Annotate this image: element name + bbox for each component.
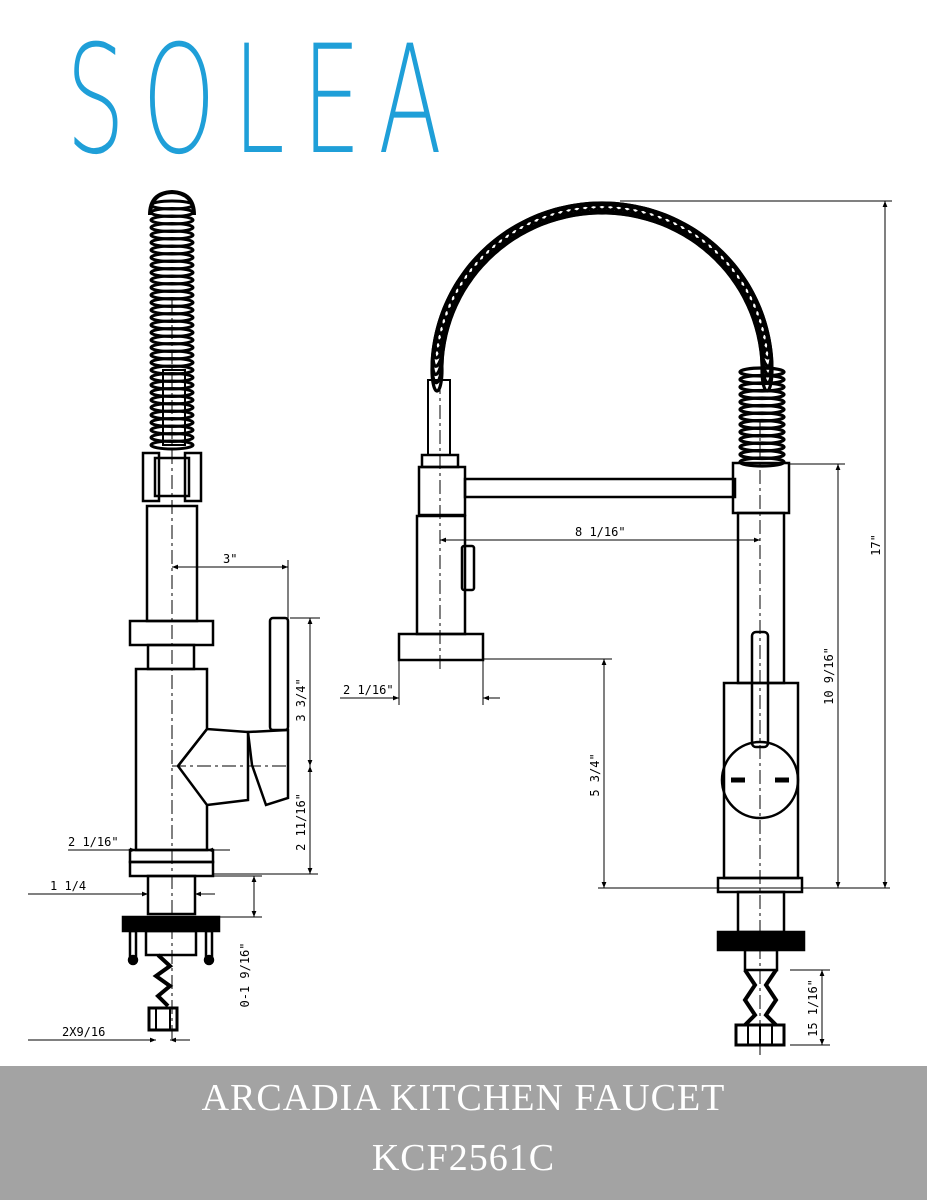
product-model: KCF2561C: [371, 1137, 556, 1179]
side-view: [121, 189, 290, 1040]
dim-side-spout-offset: 3": [223, 552, 237, 566]
dim-front-sprayer-width: 2 1/16": [343, 683, 394, 697]
dim-side-body-lower: 2 11/16": [294, 793, 308, 851]
dim-side-hose-connector: 2X9/16: [62, 1025, 105, 1039]
product-title: ARCADIA KITCHEN FAUCET: [201, 1077, 726, 1119]
front-view: [397, 201, 806, 1055]
dim-side-body-width: 2 1/16": [68, 835, 119, 849]
dimension-labels: 3" 3 3/4" 2 11/16" 2 1/16" 1 1/4 0-1 9/1…: [50, 525, 883, 1039]
brand-logo-text: SOLEA: [66, 14, 460, 188]
dim-front-shank-length: 15 1/16": [806, 979, 820, 1037]
faucet-technical-drawing: 3" 3 3/4" 2 11/16" 2 1/16" 1 1/4 0-1 9/1…: [28, 189, 892, 1055]
brand-logo: SOLEA: [66, 26, 459, 176]
dim-front-body-height: 10 9/16": [822, 647, 836, 705]
dim-side-shank-width: 1 1/4: [50, 879, 86, 893]
side-view-dimensions: [28, 560, 320, 1043]
footer-banner: ARCADIA KITCHEN FAUCET KCF2561C: [0, 1066, 927, 1200]
dim-side-deck-thickness: 0-1 9/16": [238, 942, 252, 1007]
dim-front-total-height: 17": [869, 534, 883, 556]
dim-front-spout-clearance: 5 3/4": [588, 753, 602, 796]
dim-side-handle-height: 3 3/4": [294, 678, 308, 721]
front-view-dimensions: [340, 200, 892, 1046]
front-spring-coil: [430, 201, 786, 468]
dim-front-reach: 8 1/16": [575, 525, 626, 539]
